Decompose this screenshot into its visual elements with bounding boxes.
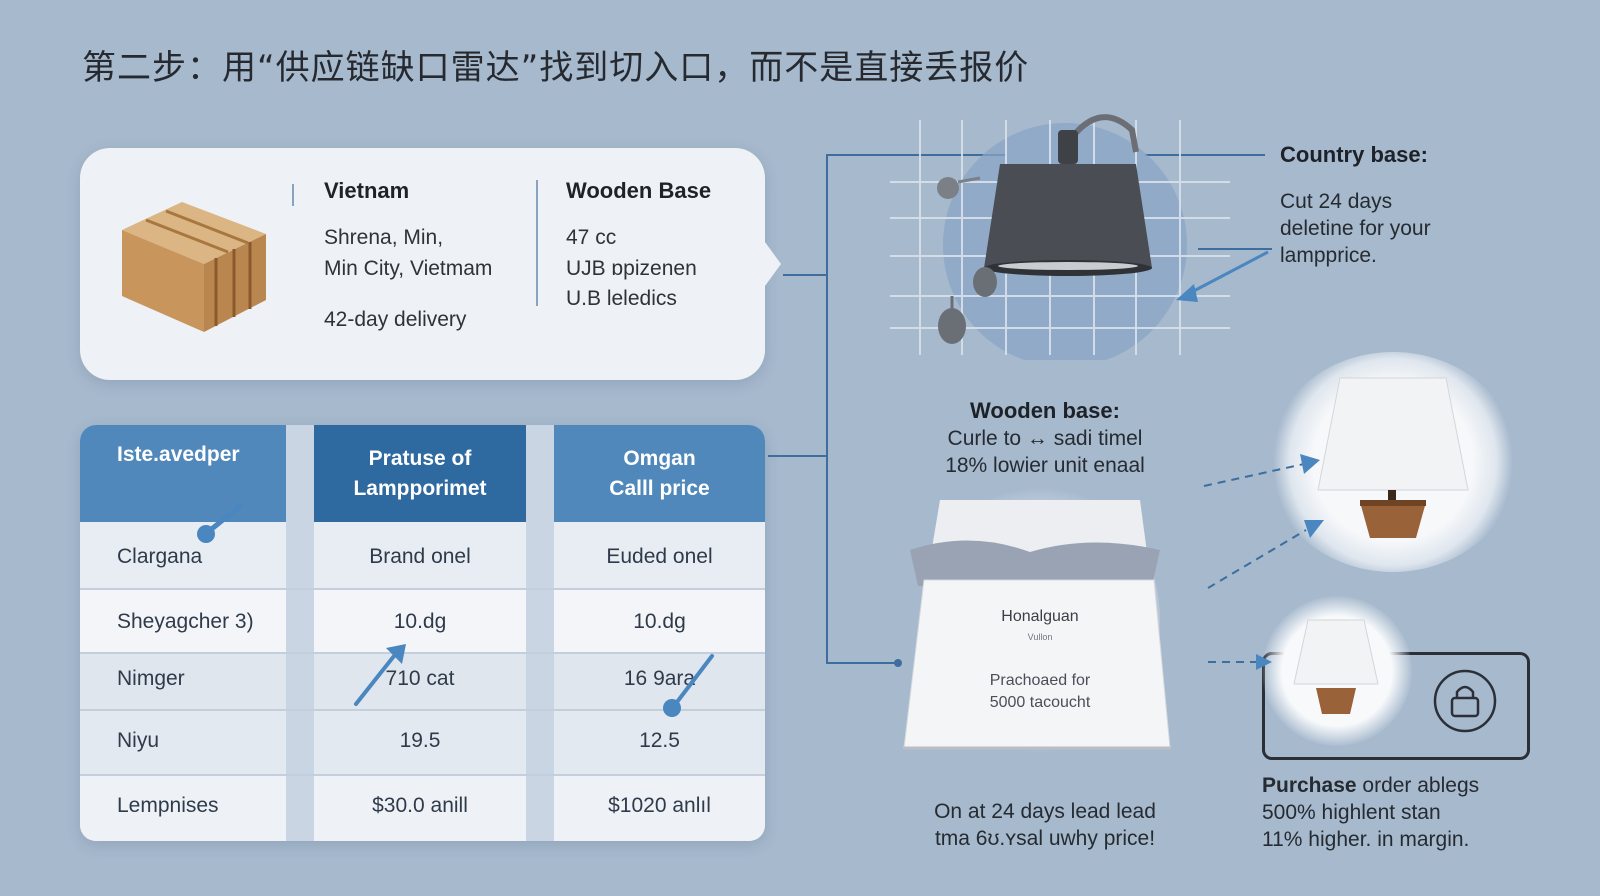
table-cell: Lempnises (117, 794, 219, 817)
lock-icon (1433, 669, 1497, 733)
bag-subbrand: Vullon (1027, 632, 1053, 642)
small-lamp-image (1262, 596, 1412, 746)
table-header-col2: Pratuse of Lampporimet (314, 425, 526, 522)
table-cell: Niyu (117, 729, 160, 752)
spec-line-1: 47 cc (566, 226, 617, 249)
wooden-base-line-1: Curle to ↔ sadi timel (947, 427, 1143, 450)
country-base-line-1: Cut 24 days (1280, 190, 1393, 213)
purchase-heading: Purchase order ablegs (1262, 774, 1480, 797)
country-base-line-3: lampprice. (1280, 244, 1377, 267)
table-header-col3: Omgan Calll price (554, 425, 765, 522)
pin-icon (197, 503, 243, 543)
table-cell: 16 9ara (623, 667, 696, 690)
pointer-arrow-icon (1208, 654, 1272, 670)
delivery-text: 42-day delivery (324, 308, 467, 331)
wooden-base-title: Wooden base: (970, 398, 1120, 423)
country-base-line-2: deletine for your (1280, 217, 1431, 240)
table-cell: Nimger (117, 667, 185, 690)
lead-time-line-1: On at 24 days lead lead (934, 800, 1156, 823)
purchase-line-1: 500% highlent stan (1262, 801, 1441, 824)
country-base-title: Country base: (1280, 142, 1428, 167)
table-cell: $1020 anlıl (608, 794, 711, 817)
bag-line-1: Prachoaed for (989, 672, 1091, 689)
pin-icon (663, 654, 714, 717)
table-cell: 12.5 (639, 729, 680, 752)
table-cell: $30.0 anill (372, 794, 468, 817)
wooden-base-line-2: 18% lowier unit enaal (945, 454, 1145, 477)
table-cell: 19.5 (399, 729, 441, 752)
spec-line-2: UJB ɒpizenen (566, 257, 697, 280)
bag-brand: Honalguan (1001, 608, 1079, 625)
address-line-1: Shrena, Min, (324, 226, 444, 249)
pointer-arrow-icon (1176, 250, 1269, 302)
table-cell: 710 cat (385, 667, 455, 690)
pin-icon (354, 644, 406, 706)
table-cell: Sheyagcher 3) (117, 610, 254, 633)
table-header-col1: Iste.avedper (80, 425, 286, 522)
wooden-block-icon (122, 202, 266, 332)
pendant-lamp-illustration (890, 114, 1230, 360)
bag-line-2: 5000 tacoucht (989, 694, 1091, 711)
pointer-arrow-icon (1203, 454, 1324, 589)
table-cell: 10.dg (633, 610, 686, 633)
table-cell: Euded onel (606, 545, 713, 568)
product-bag-image: Honalguan Vullon Prachoaed for 5000 taco… (890, 480, 1190, 770)
table-cell: Clargana (117, 545, 203, 568)
table-cell: Brand onel (369, 545, 471, 568)
address-line-2: Min City, Vietmam (324, 257, 493, 280)
supplier-info-card: Vietnam Shrena, Min, Min City, Vietmam 4… (80, 148, 781, 380)
material-heading: Wooden Base (566, 178, 712, 203)
page-title: 第二步：用“供应链缺口雷达”找到切入口，而不是直接丢报价 (82, 48, 1030, 88)
spec-line-3: U.B leledics (566, 287, 677, 310)
table-cell: 10.dg (393, 610, 447, 633)
purchase-line-2: 11% higher. in margin. (1262, 828, 1470, 851)
country-heading: Vietnam (324, 178, 410, 203)
lead-time-line-2: tma 6ʊ.ʏsal uwhy price! (934, 827, 1156, 850)
